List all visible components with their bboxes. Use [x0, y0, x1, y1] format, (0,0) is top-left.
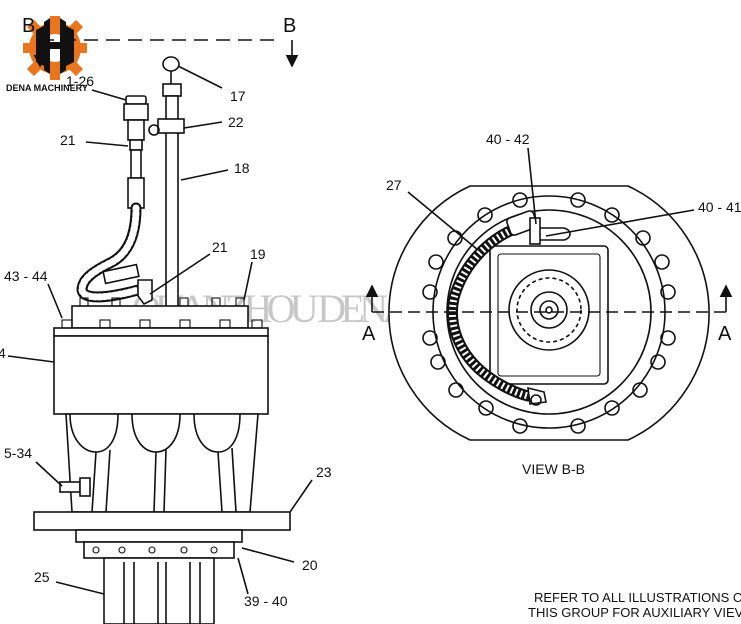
fitting	[129, 139, 143, 151]
tube-clamp	[157, 118, 185, 134]
right-leader-lines	[407, 147, 695, 251]
section-line-a: A A	[362, 284, 733, 345]
callout-20: 20	[302, 557, 318, 573]
pinion-teeth	[123, 562, 201, 624]
callout-1-26: 1-26	[66, 73, 94, 89]
breather-top	[125, 95, 147, 105]
housing-lip	[53, 327, 269, 337]
grease-fitting	[59, 477, 91, 497]
callout-25: 25	[34, 569, 50, 585]
dipstick-cap	[162, 83, 182, 97]
section-a-left-letter: A	[362, 323, 376, 345]
flange-bolts	[422, 192, 676, 434]
callout-5-34: 5-34	[4, 445, 32, 461]
section-b-left-letter: B	[22, 15, 35, 37]
footer-line-1: REFER TO ALL ILLUSTRATIONS C	[534, 590, 741, 605]
footer-line-2: THIS GROUP FOR AUXILIARY VIEV	[528, 605, 741, 620]
breather-nut	[127, 119, 145, 141]
hose-fitting	[102, 263, 140, 285]
callout-22: 22	[228, 114, 244, 130]
housing-bolt-row	[61, 319, 263, 329]
case-ribs	[69, 413, 241, 513]
elbow-fitting	[137, 279, 153, 306]
fitting-stem	[130, 149, 142, 179]
top-cover	[71, 305, 249, 329]
pinion-gear	[103, 557, 215, 624]
swing-drive-side-view	[33, 56, 291, 624]
callout-17: 17	[230, 88, 246, 104]
callout-4: 4	[0, 345, 6, 361]
callout-21-mid: 21	[212, 239, 228, 255]
callout-40-42: 40 - 42	[486, 131, 530, 147]
clamp-bolt	[148, 124, 160, 136]
breather-body	[123, 103, 149, 121]
callout-18: 18	[234, 160, 250, 176]
section-line-b: B B	[22, 15, 299, 68]
output-gear	[508, 269, 590, 351]
callout-43-44: 43 - 44	[4, 268, 48, 284]
callout-19: 19	[250, 246, 266, 262]
callout-27: 27	[386, 177, 402, 193]
callout-39-40: 39 - 40	[244, 593, 288, 609]
right-callouts: 40 - 42 27 40 - 41	[386, 131, 741, 215]
left-leader-lines	[7, 65, 313, 595]
logo-text: DENA MACHINERY	[6, 83, 88, 93]
mounting-flange	[33, 511, 291, 531]
footer-note: REFER TO ALL ILLUSTRATIONS C THIS GROUP …	[528, 590, 741, 620]
dipstick-ring	[162, 56, 180, 84]
drain-hose	[76, 202, 144, 303]
motor-block	[489, 245, 609, 385]
cover-bolts	[79, 297, 245, 307]
motor-housing	[53, 335, 269, 415]
section-a-right-letter: A	[718, 323, 732, 345]
view-b-b-drawing	[388, 185, 710, 441]
callout-40-41: 40 - 41	[698, 199, 741, 215]
pinion-collar	[75, 529, 243, 543]
left-callouts: 1-26 17 22 21 18 21 19 43 - 44 4 5-34 23…	[0, 73, 332, 609]
callout-23: 23	[316, 464, 332, 480]
retainer-bolts	[92, 546, 218, 554]
view-label: VIEW B-B	[522, 461, 585, 477]
callout-21-top: 21	[60, 132, 76, 148]
section-b-right-letter: B	[283, 15, 296, 37]
